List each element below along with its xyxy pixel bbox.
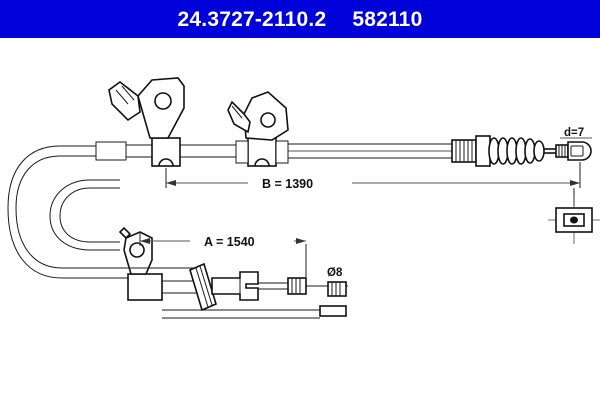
cable-flat-plate-fold-b <box>199 265 213 306</box>
bracket-2-mounting-hole <box>260 112 276 128</box>
dim-a-arrow-left <box>140 238 150 244</box>
bracket-3-mounting-hole <box>129 242 145 258</box>
bracket-3-hook-tab <box>118 226 132 240</box>
bracket-1-hook-fold-b <box>121 85 135 101</box>
inner-loop-line-2 <box>59 187 91 243</box>
header-bar: 24.3727-2110.2 582110 <box>0 0 600 38</box>
return-spring <box>488 137 545 165</box>
bracket-1-hook-fold <box>115 89 129 105</box>
detail-bore <box>570 216 578 224</box>
dia8-label: Ø8 <box>327 267 343 279</box>
dim-b-label: B = 1390 <box>262 177 313 191</box>
outer-loop-line-2 <box>15 155 63 269</box>
bracket-2-left-collar <box>235 140 249 164</box>
upper-cable-assembly <box>60 77 592 167</box>
ferrule-knurling <box>455 140 473 162</box>
technical-drawing-canvas: Ø8 B = 1390 A = 1540 <box>0 38 600 400</box>
d7-annotation-group: d=7 <box>560 127 592 139</box>
dim-a-arrow-right <box>296 238 306 244</box>
dim-b-arrow-right <box>570 180 580 186</box>
bracket-2-clamp <box>247 137 277 167</box>
cable-flat-plate-fold-a <box>195 267 209 308</box>
part-number-label: 24.3727-2110.2 <box>177 7 327 31</box>
bracket-2-hook-tab <box>227 100 251 134</box>
bracket-1-notch <box>158 158 174 167</box>
bracket-1-hook-tab <box>108 80 141 122</box>
dim-b-arrow-left <box>166 180 176 186</box>
lower-tail-end-cap <box>319 305 347 317</box>
dia8-sleeve <box>327 281 347 297</box>
dimension-a-group: A = 1540 <box>139 232 307 278</box>
dim-b-label-bg <box>248 174 352 192</box>
bracket-1-mounting-hole <box>154 92 172 110</box>
lower-sleeve-knurl <box>291 278 301 294</box>
detail-view-box <box>548 188 600 244</box>
terminal-collar-knurl <box>558 145 566 157</box>
clevis-fork-end <box>211 271 259 301</box>
d7-label: d=7 <box>564 127 584 139</box>
cable-u-bend-loops <box>7 145 120 279</box>
upper-left-ferrule <box>95 141 127 161</box>
dim-a-label-bg <box>190 232 294 250</box>
bracket-2-right-collar <box>275 140 289 164</box>
end-eye-bore <box>570 145 584 157</box>
bracket-2-notch <box>254 158 270 167</box>
dimension-b-group: B = 1390 <box>165 162 581 192</box>
bracket-2-hook-fold <box>231 105 243 119</box>
lower-sleeve-collar <box>287 277 307 295</box>
bracket-3-clamp <box>127 273 163 301</box>
bracket-1-clamp <box>151 137 181 167</box>
dim-a-label: A = 1540 <box>204 235 255 249</box>
dia8-sleeve-knurl <box>331 282 341 296</box>
inner-loop-line-1 <box>49 179 91 251</box>
outer-loop-line-1 <box>7 145 63 279</box>
diameter-8-detail: Ø8 <box>327 267 347 297</box>
adjuster-collar <box>475 135 491 167</box>
lower-cable-assembly <box>118 226 348 319</box>
reference-number-label: 582110 <box>352 7 423 31</box>
